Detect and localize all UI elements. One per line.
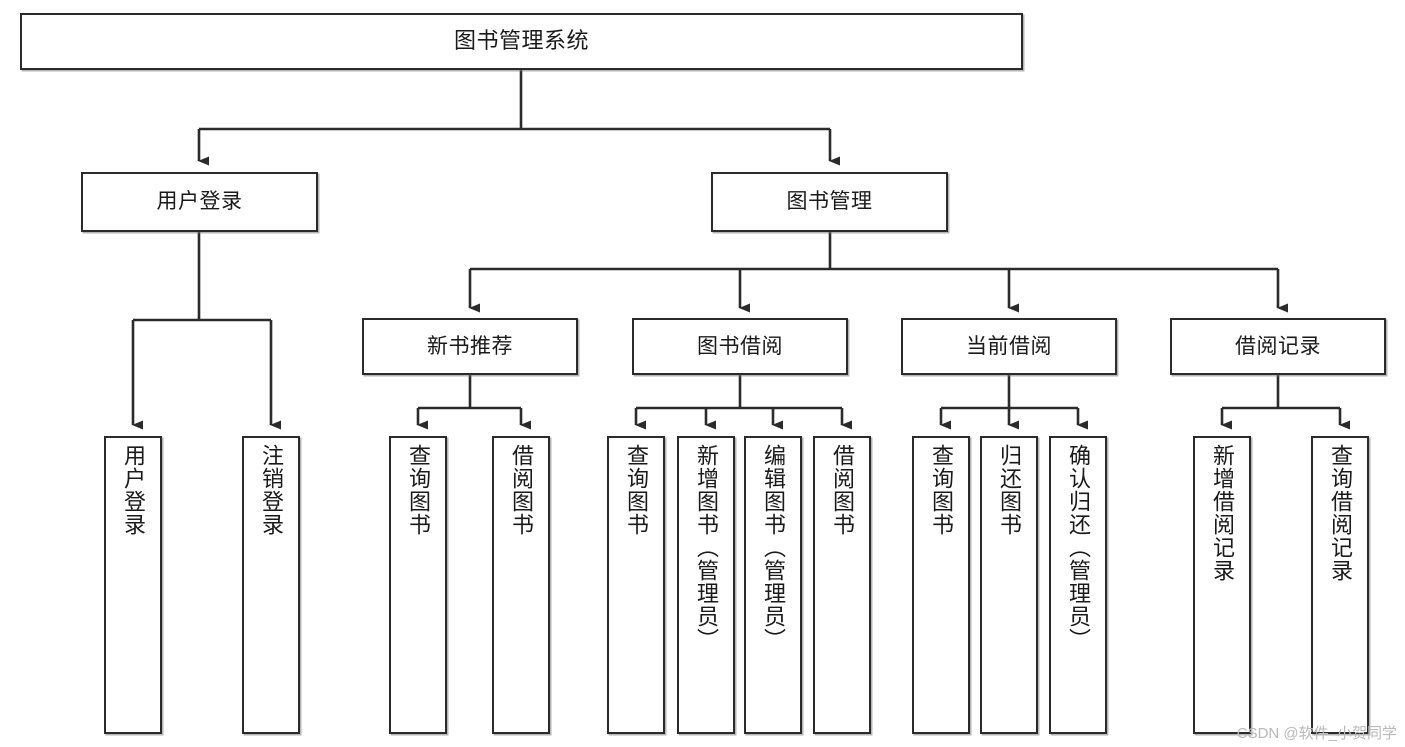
leaf-add-book[interactable]: 新增图书（管理员） — [677, 436, 735, 734]
leaf-borrow-book[interactable]: 借阅图书 — [813, 436, 871, 734]
leaf-logout-login-label: 注销登录 — [259, 444, 284, 536]
leaf-confirm-return-label: 确认归还（管理员） — [1066, 444, 1091, 651]
node-root-system[interactable]: 图书管理系统 — [20, 13, 1023, 70]
edge-user-login-to-leaves — [131, 232, 281, 430]
edge-current-borrow-to-leaves — [939, 375, 1088, 430]
edge-borrow-record-to-leaves — [1220, 375, 1350, 430]
edge-root-to-level2 — [197, 70, 840, 166]
leaf-query-book-current[interactable]: 查询图书 — [912, 436, 970, 734]
node-user-login-label: 用户登录 — [156, 190, 243, 214]
node-root-system-label: 图书管理系统 — [453, 28, 589, 54]
node-new-book-recommend-label: 新书推荐 — [427, 334, 513, 358]
leaf-query-borrow-record-label: 查询借阅记录 — [1328, 444, 1353, 582]
leaf-borrow-book-recommend[interactable]: 借阅图书 — [492, 436, 550, 734]
node-new-book-recommend[interactable]: 新书推荐 — [362, 318, 578, 375]
leaf-user-login[interactable]: 用户登录 — [104, 436, 162, 734]
node-book-manage[interactable]: 图书管理 — [711, 172, 948, 232]
leaf-query-book-borrow-label: 查询图书 — [624, 444, 649, 536]
node-book-borrow[interactable]: 图书借阅 — [632, 318, 848, 375]
leaf-borrow-book-recommend-label: 借阅图书 — [509, 444, 534, 536]
leaf-query-borrow-record[interactable]: 查询借阅记录 — [1311, 436, 1369, 734]
leaf-return-book-label: 归还图书 — [997, 444, 1022, 536]
leaf-borrow-book-label: 借阅图书 — [830, 444, 855, 536]
leaf-query-book-current-label: 查询图书 — [929, 444, 954, 536]
node-current-borrow[interactable]: 当前借阅 — [901, 318, 1117, 375]
leaf-add-borrow-record[interactable]: 新增借阅记录 — [1193, 436, 1251, 734]
leaf-query-book-borrow[interactable]: 查询图书 — [607, 436, 665, 734]
leaf-edit-book-label: 编辑图书（管理员） — [761, 444, 786, 651]
node-borrow-record[interactable]: 借阅记录 — [1170, 318, 1386, 375]
leaf-edit-book[interactable]: 编辑图书（管理员） — [744, 436, 802, 734]
leaf-query-book-recommend[interactable]: 查询图书 — [389, 436, 447, 734]
edge-book-manage-to-level3 — [468, 232, 1288, 313]
node-borrow-record-label: 借阅记录 — [1235, 334, 1321, 358]
leaf-user-login-label: 用户登录 — [121, 444, 146, 536]
node-current-borrow-label: 当前借阅 — [966, 334, 1052, 358]
leaf-add-borrow-record-label: 新增借阅记录 — [1210, 444, 1235, 582]
leaf-logout-login[interactable]: 注销登录 — [242, 436, 300, 734]
leaf-add-book-label: 新增图书（管理员） — [694, 444, 719, 651]
node-user-login[interactable]: 用户登录 — [81, 172, 318, 232]
edge-book-borrow-to-leaves — [634, 375, 852, 430]
leaf-return-book[interactable]: 归还图书 — [980, 436, 1038, 734]
node-book-borrow-label: 图书借阅 — [697, 334, 783, 358]
node-book-manage-label: 图书管理 — [786, 190, 873, 214]
leaf-confirm-return[interactable]: 确认归还（管理员） — [1049, 436, 1107, 734]
leaf-query-book-recommend-label: 查询图书 — [406, 444, 431, 536]
edge-new-book-recommend-to-leaves — [416, 375, 531, 430]
